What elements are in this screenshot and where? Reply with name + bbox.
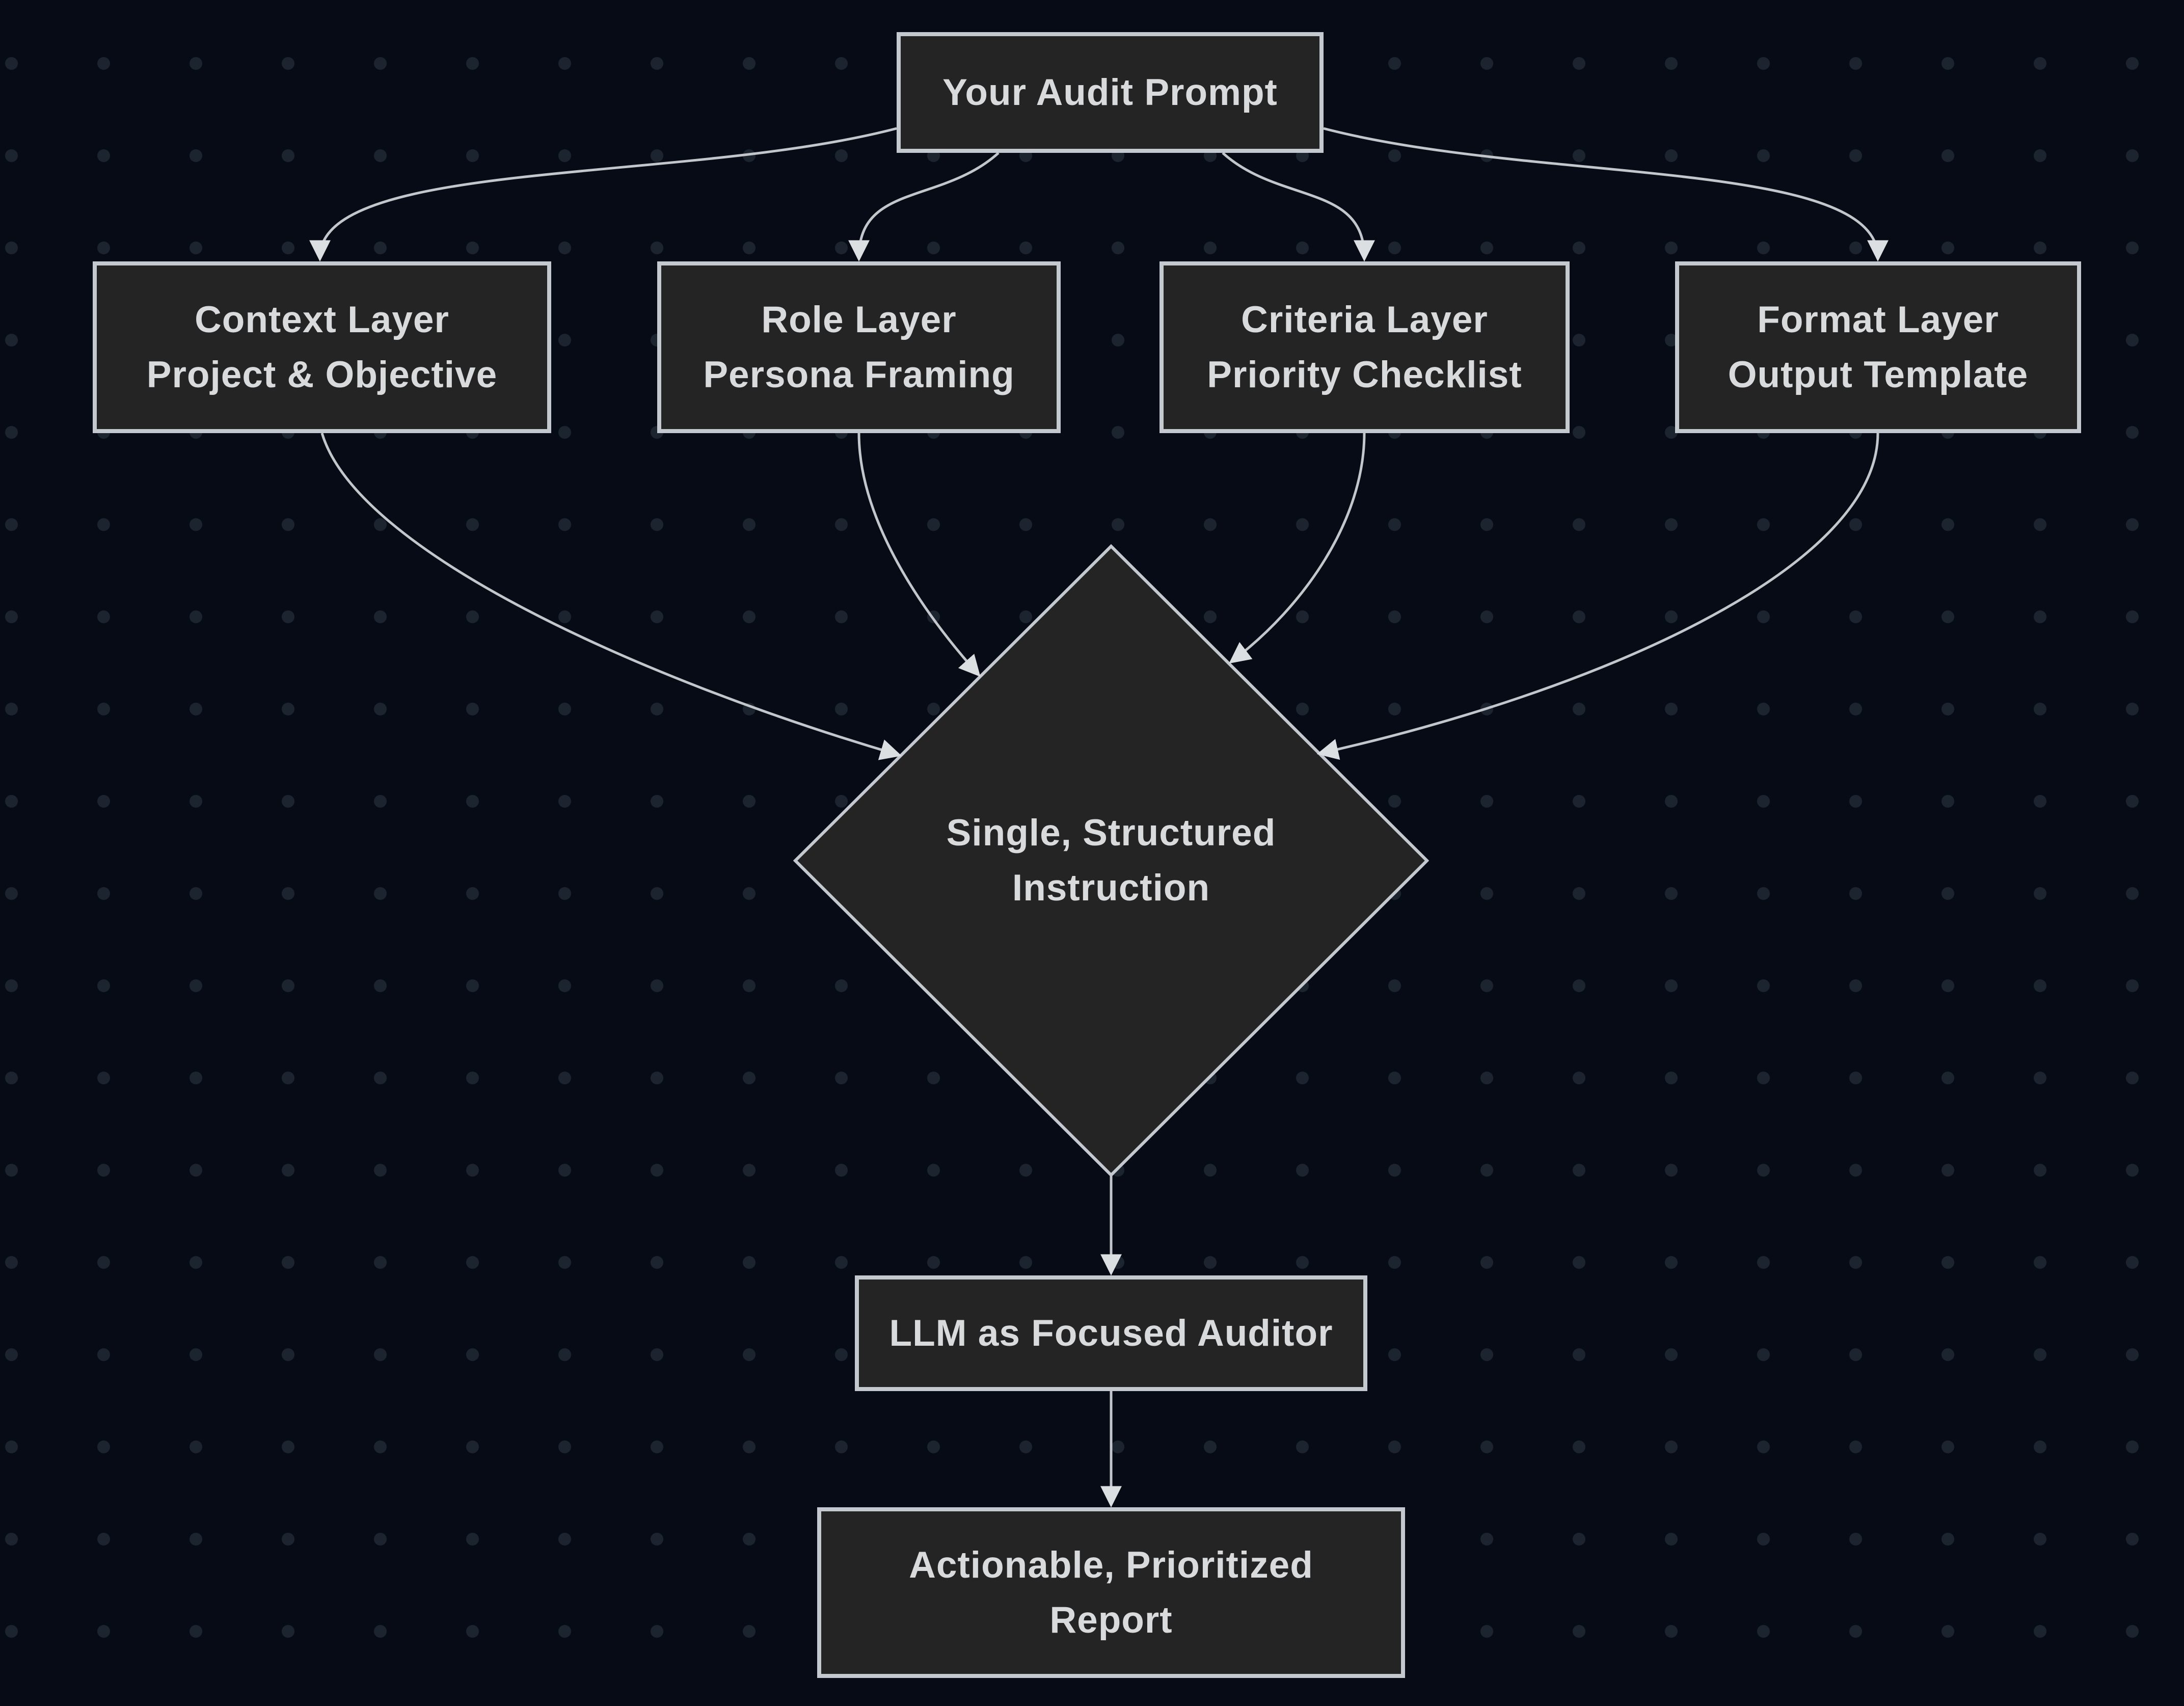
edge-prompt-role: [848, 152, 1000, 262]
node-criteria-layer: Criteria Layer Priority Checklist: [1160, 261, 1570, 433]
node-label-line1: Context Layer: [195, 299, 449, 340]
node-label-line1: Criteria Layer: [1241, 299, 1488, 340]
node-label-line2: Persona Framing: [703, 354, 1015, 395]
node-label-line2: Report: [1049, 1599, 1173, 1641]
node-label: Your Audit Prompt: [942, 71, 1278, 113]
edge-criteria-instruction: [1229, 433, 1366, 664]
node-role-layer: Role Layer Persona Framing: [657, 261, 1061, 433]
node-llm-as-focused-auditor: LLM as Focused Auditor: [855, 1275, 1367, 1391]
node-label-line1: Format Layer: [1757, 299, 1999, 340]
node-actionable-prioritized-report: Actionable, Prioritized Report: [817, 1507, 1405, 1678]
edge-context-instruction: [320, 433, 902, 760]
node-label-line2: Project & Objective: [146, 354, 498, 395]
node-label: LLM as Focused Auditor: [889, 1312, 1333, 1354]
edge-role-instruction: [857, 433, 981, 677]
node-label-line2: Priority Checklist: [1207, 354, 1522, 395]
edge-format-instruction: [1316, 433, 1879, 760]
edge-prompt-context: [309, 127, 897, 262]
node-label-line1: Role Layer: [761, 299, 957, 340]
node-label-line1: Single, Structured: [946, 812, 1276, 854]
node-context-layer: Context Layer Project & Objective: [93, 261, 551, 433]
node-label-line2: Instruction: [1012, 867, 1210, 909]
edge-prompt-criteria: [1222, 152, 1375, 262]
node-your-audit-prompt: Your Audit Prompt: [897, 32, 1324, 153]
edge-prompt-format: [1323, 127, 1889, 262]
node-label-line2: Output Template: [1728, 354, 2029, 395]
node-format-layer: Format Layer Output Template: [1675, 261, 2081, 433]
node-label-line1: Actionable, Prioritized: [909, 1544, 1313, 1586]
node-single-structured-instruction: Single, Structured Instruction: [882, 779, 1340, 942]
